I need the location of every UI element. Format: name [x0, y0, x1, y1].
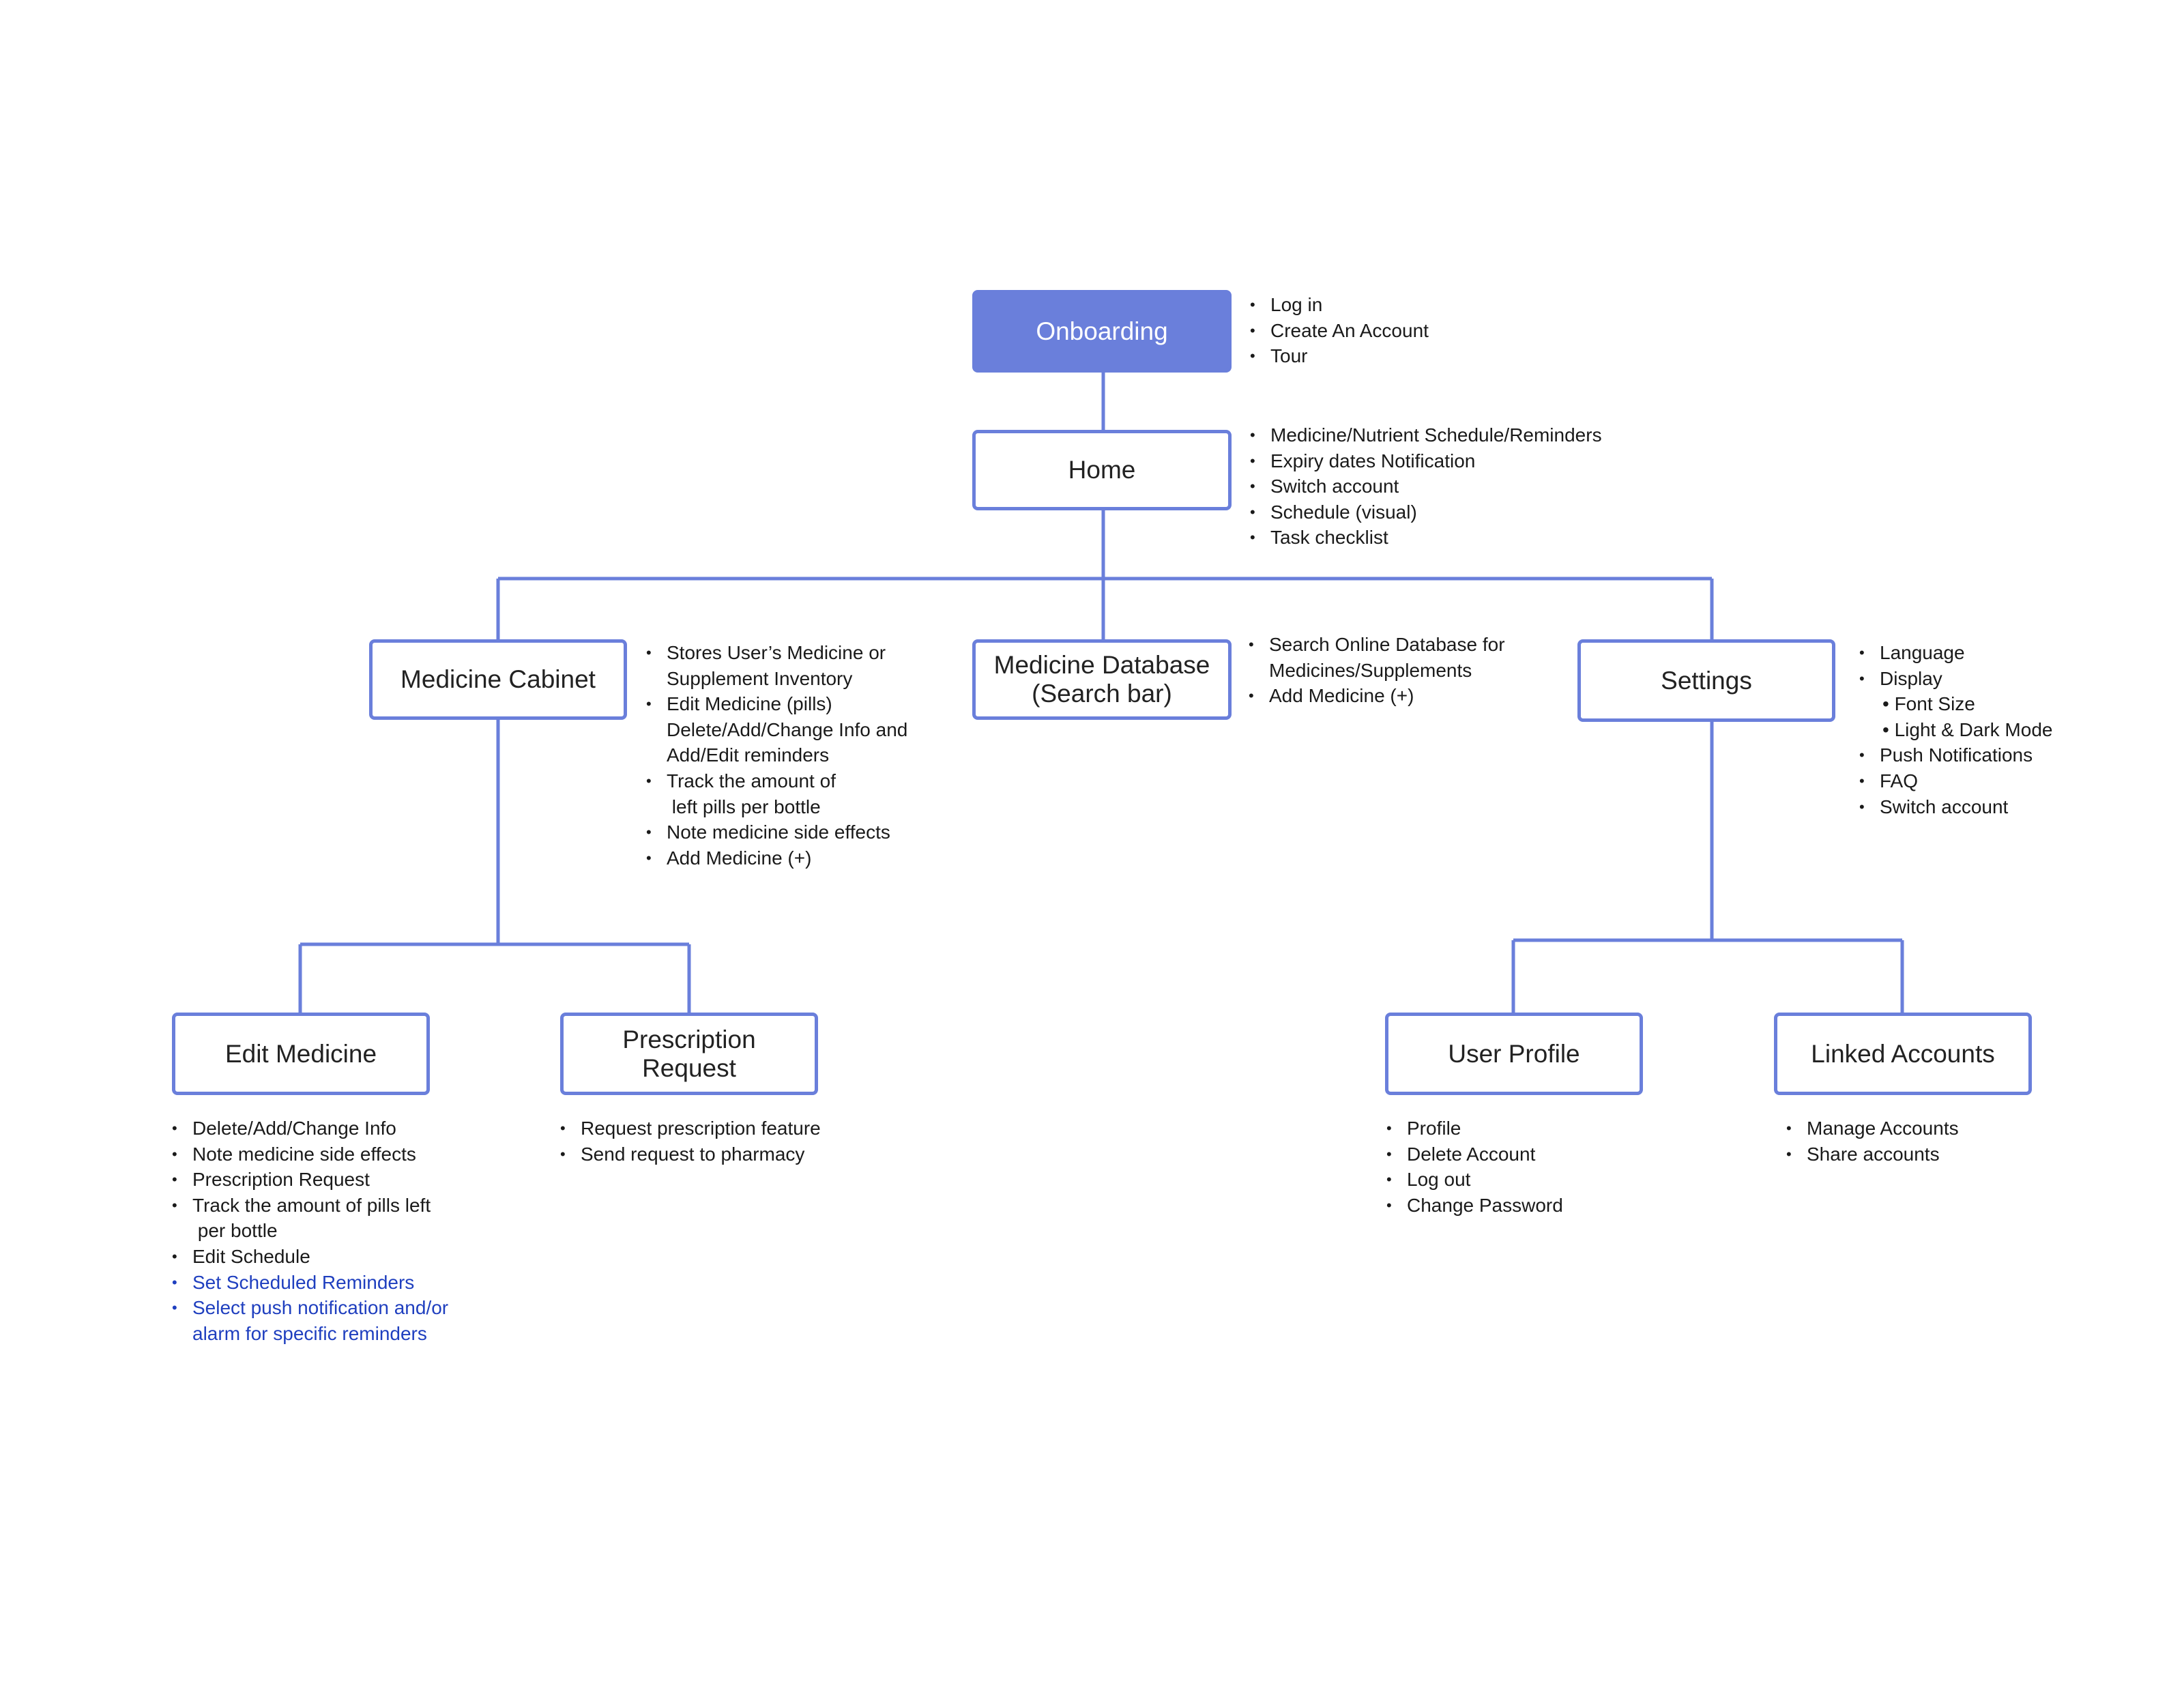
note-item: Display	[1859, 666, 2052, 692]
note-item: Supplement Inventory	[667, 667, 853, 689]
user-profile-notes: ProfileDelete AccountLog outChange Passw…	[1386, 1116, 1563, 1218]
note-item: Add Medicine (+)	[1249, 683, 1505, 709]
note-item: Switch account	[1859, 794, 2052, 820]
onboarding-node: Onboarding	[972, 290, 1232, 373]
note-item: Edit Schedule	[172, 1244, 448, 1270]
note-item: Log in	[1250, 292, 1429, 318]
note-item: • Font Size	[1882, 693, 1975, 715]
note-item: Change Password	[1386, 1193, 1563, 1219]
settings-node: Settings	[1577, 639, 1835, 722]
note-item: Share accounts	[1786, 1141, 1959, 1167]
medicine-cabinet-node: Medicine Cabinet	[369, 639, 627, 720]
note-item: left pills per bottle	[667, 796, 821, 817]
note-item: Expiry dates Notification	[1250, 448, 1602, 474]
linked-accounts-node: Linked Accounts	[1774, 1013, 2032, 1095]
note-item: Note medicine side effects	[172, 1141, 448, 1167]
note-item: • Light & Dark Mode	[1882, 718, 2053, 740]
home-notes: Medicine/Nutrient Schedule/RemindersExpi…	[1250, 422, 1602, 551]
note-item: Track the amount of	[646, 768, 907, 794]
prescription-request-node: Prescription Request	[560, 1013, 818, 1095]
note-item: Prescription Request	[172, 1167, 448, 1193]
note-item: Note medicine side effects	[646, 819, 907, 845]
note-item: Search Online Database for	[1249, 632, 1505, 658]
note-item: Delete/Add/Change Info	[172, 1116, 448, 1141]
user-profile-node: User Profile	[1385, 1013, 1643, 1095]
note-item: Delete/Add/Change Info and	[667, 718, 908, 740]
medicine-database-node: Medicine Database (Search bar)	[972, 639, 1232, 720]
note-item: Add Medicine (+)	[646, 845, 907, 871]
note-item: Tour	[1250, 343, 1429, 369]
note-item: Manage Accounts	[1786, 1116, 1959, 1141]
note-item: Track the amount of pills left	[172, 1193, 448, 1219]
note-item: Medicine/Nutrient Schedule/Reminders	[1250, 422, 1602, 448]
connector-group	[298, 370, 1904, 1014]
note-item: Stores User’s Medicine or	[646, 640, 907, 666]
edit-medicine-node: Edit Medicine	[172, 1013, 430, 1095]
note-item: Send request to pharmacy	[560, 1141, 821, 1167]
linked-accounts-notes: Manage AccountsShare accounts	[1786, 1116, 1959, 1167]
note-item: Profile	[1386, 1116, 1563, 1141]
note-item: Select push notification and/or	[172, 1295, 448, 1321]
medicine-database-notes: Search Online Database forMedicines/Supp…	[1249, 632, 1505, 709]
note-item: FAQ	[1859, 768, 2052, 794]
settings-notes: LanguageDisplay• Font Size • Light & Dark…	[1859, 640, 2052, 819]
note-item: Add/Edit reminders	[667, 744, 830, 766]
note-item: Language	[1859, 640, 2052, 666]
note-item: Log out	[1386, 1167, 1563, 1193]
note-item: alarm for specific reminders	[192, 1322, 427, 1344]
note-item: Request prescription feature	[560, 1116, 821, 1141]
note-item: Delete Account	[1386, 1141, 1563, 1167]
prescription-request-notes: Request prescription featureSend request…	[560, 1116, 821, 1167]
note-item: Edit Medicine (pills)	[646, 691, 907, 717]
note-item: Create An Account	[1250, 318, 1429, 344]
note-item: Schedule (visual)	[1250, 499, 1602, 525]
note-item: Set Scheduled Reminders	[172, 1270, 448, 1296]
note-item: Switch account	[1250, 474, 1602, 499]
note-item: Task checklist	[1250, 525, 1602, 551]
edit-medicine-notes: Delete/Add/Change InfoNote medicine side…	[172, 1116, 448, 1346]
note-item: per bottle	[192, 1220, 278, 1242]
note-item: Medicines/Supplements	[1269, 659, 1472, 681]
note-item: Push Notifications	[1859, 742, 2052, 768]
onboarding-notes: Log inCreate An AccountTour	[1250, 292, 1429, 369]
home-node: Home	[972, 430, 1232, 510]
